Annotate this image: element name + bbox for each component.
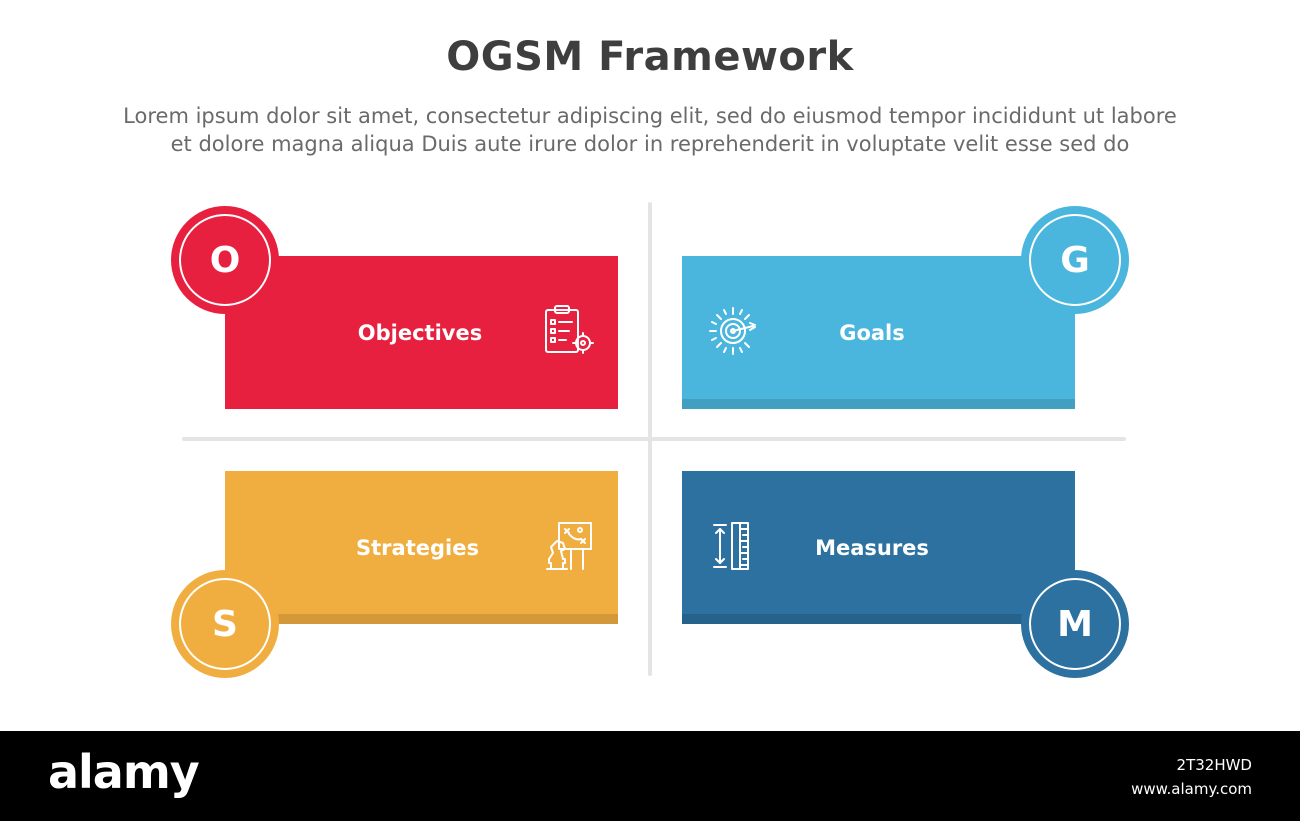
goals-card: Goals: [682, 256, 1075, 409]
goals-badge-letter: G: [1029, 214, 1121, 306]
strategies-label: Strategies: [356, 535, 479, 560]
strategies-card: Strategies: [225, 471, 618, 624]
page-title: OGSM Framework: [446, 34, 854, 80]
measures-badge-letter: M: [1029, 578, 1121, 670]
strategies-badge: S: [171, 570, 279, 678]
subtitle-line-1: Lorem ipsum dolor sit amet, consectetur …: [123, 104, 1177, 128]
goals-badge: G: [1021, 206, 1129, 314]
page-subtitle: Lorem ipsum dolor sit amet, consectetur …: [60, 102, 1240, 158]
objectives-badge: O: [171, 206, 279, 314]
image-id-block: 2T32HWD www.alamy.com: [1131, 753, 1252, 801]
strategies-card-shade: [225, 614, 618, 624]
horizontal-divider: [182, 437, 1126, 441]
goals-label: Goals: [839, 320, 905, 345]
alamy-logo: alamy: [48, 745, 200, 799]
measures-card-shade: [682, 614, 1075, 624]
watermark-site: www.alamy.com: [1131, 780, 1252, 798]
dartboard-icon: [707, 304, 761, 358]
chess-strategy-board-icon: [541, 519, 595, 573]
watermark-footer: alamy 2T32HWD www.alamy.com: [0, 731, 1300, 821]
objectives-badge-letter: O: [179, 214, 271, 306]
subtitle-line-2: et dolore magna aliqua Duis aute irure d…: [170, 132, 1130, 156]
objectives-label: Objectives: [357, 320, 483, 345]
measures-card: Measures: [682, 471, 1075, 624]
goals-card-shade: [682, 399, 1075, 409]
image-id: 2T32HWD: [1176, 756, 1252, 774]
measures-badge: M: [1021, 570, 1129, 678]
measures-label: Measures: [815, 535, 929, 560]
objectives-card: Objectives: [225, 256, 618, 409]
clipboard-target-icon: [541, 303, 595, 357]
strategies-badge-letter: S: [179, 578, 271, 670]
ruler-measure-icon: [704, 519, 758, 573]
